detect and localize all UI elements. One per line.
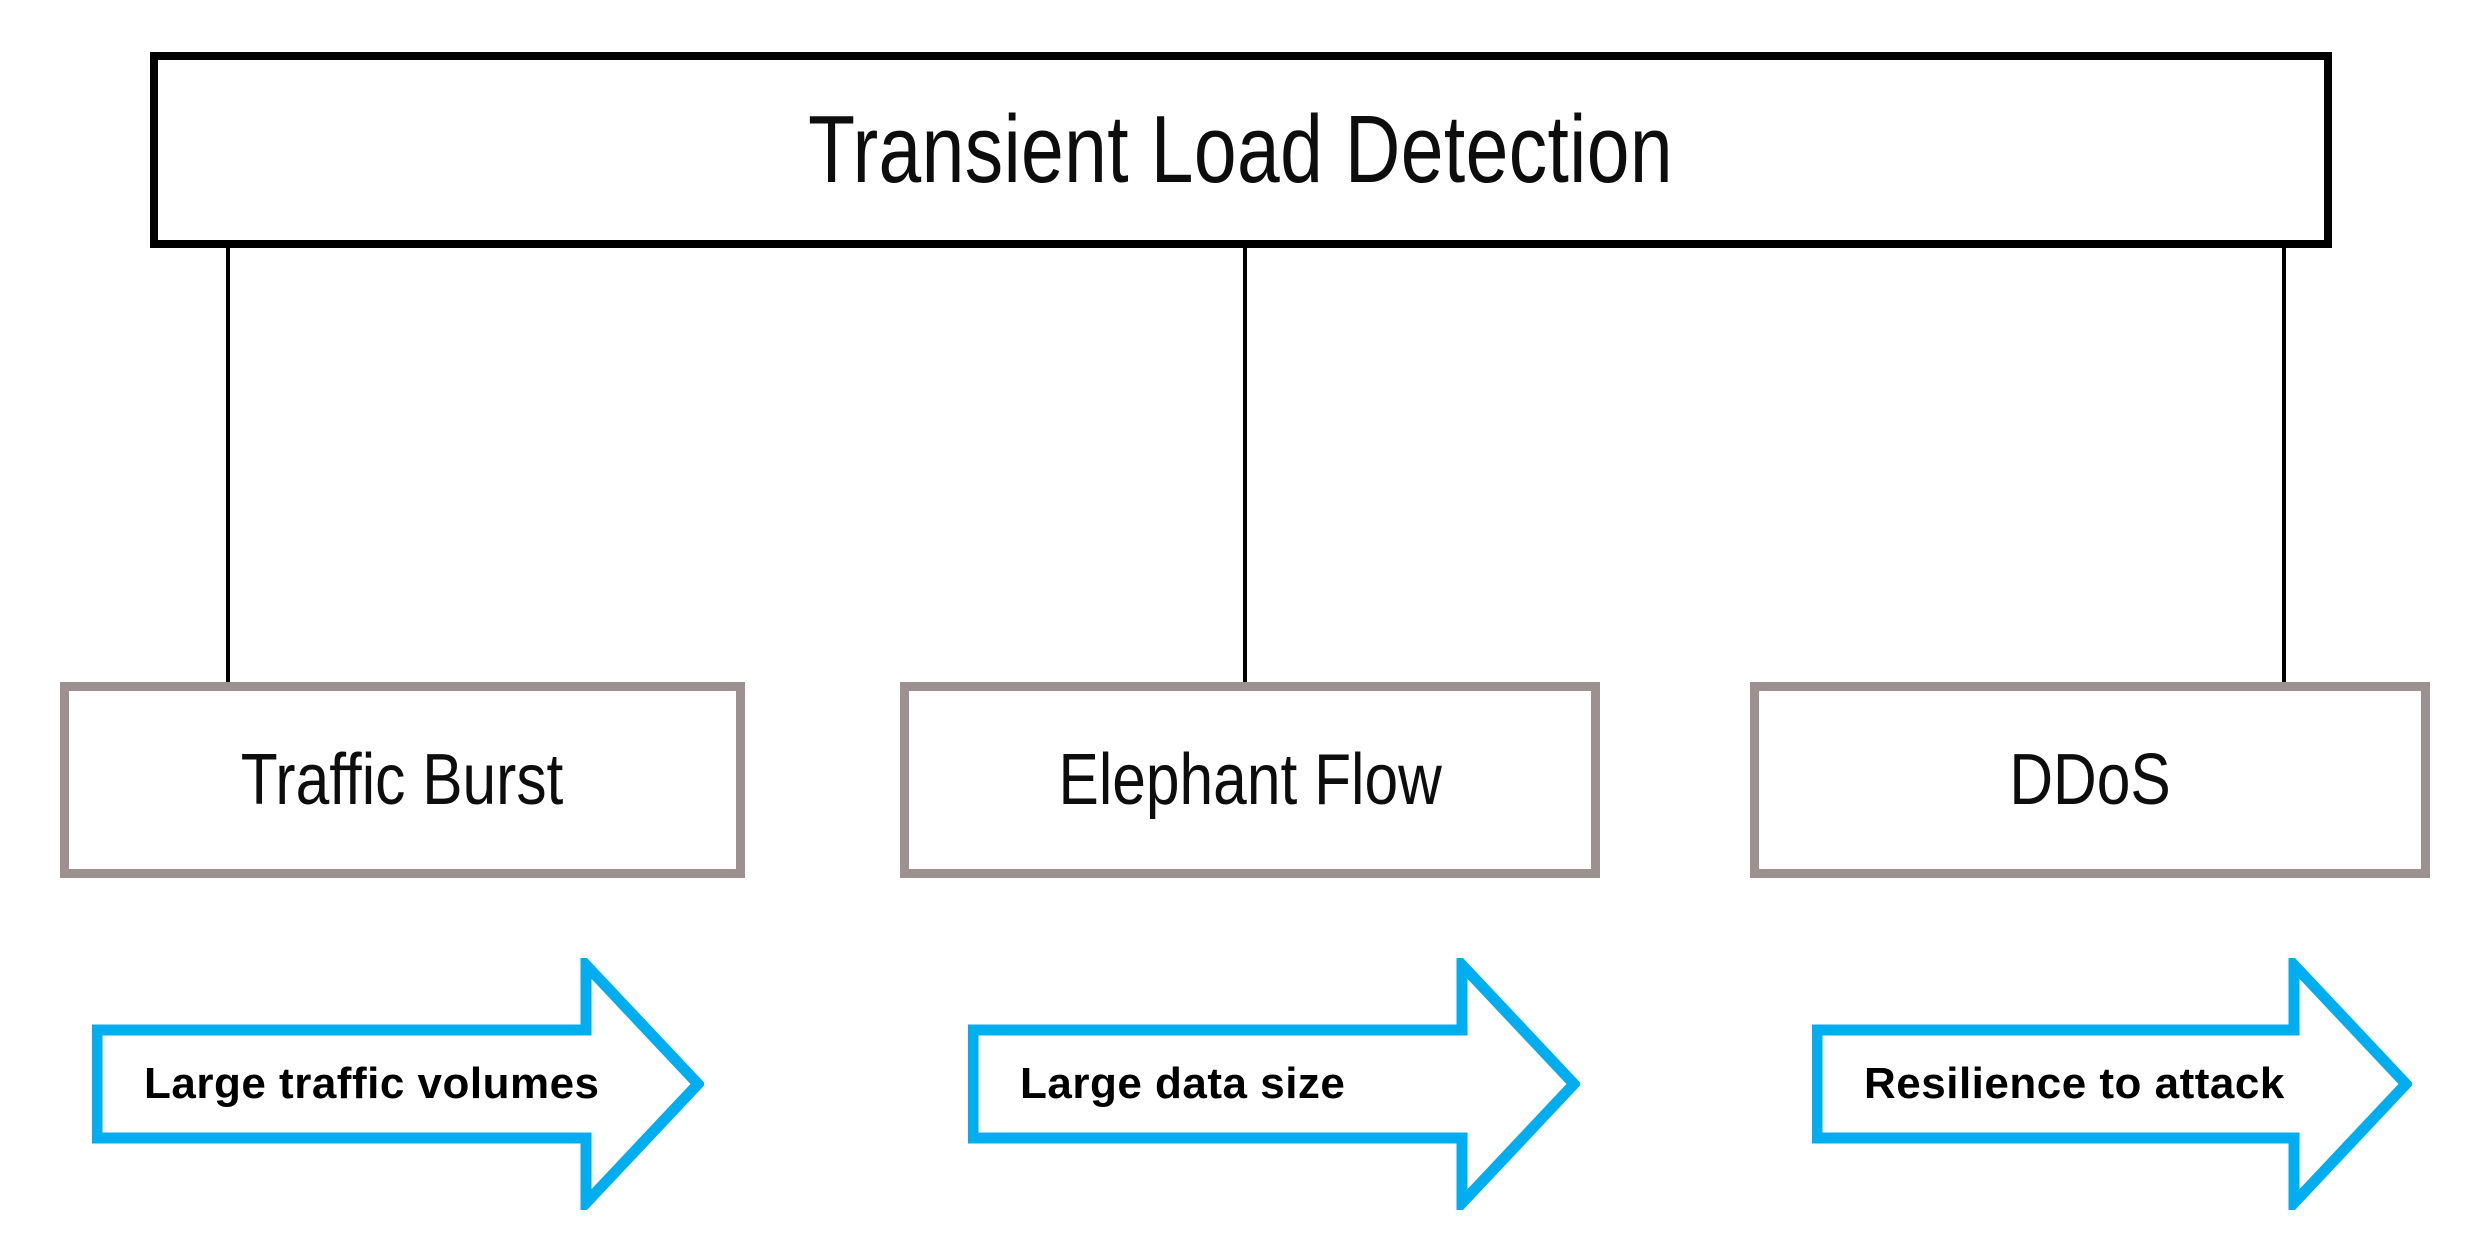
category-node-elephant-flow[interactable]: Elephant Flow [900,682,1600,878]
root-node-transient-load-detection[interactable]: Transient Load Detection [150,52,2332,248]
arrow-label: Large traffic volumes [144,1059,600,1108]
right-arrow-icon [968,958,1580,1210]
right-arrow-icon [92,958,704,1210]
arrow-large-data-size[interactable]: Large data size [968,958,1580,1210]
right-arrow-icon [1812,958,2412,1210]
root-node-label: Transient Load Detection [808,96,1674,203]
connector-line-traffic-burst [226,244,230,686]
connector-line-elephant-flow [1243,244,1247,686]
arrow-large-traffic-volumes[interactable]: Large traffic volumes [92,958,704,1210]
arrow-label: Large data size [1020,1059,1346,1108]
category-node-ddos[interactable]: DDoS [1750,682,2430,878]
category-node-traffic-burst[interactable]: Traffic Burst [60,682,745,878]
category-node-label: DDoS [2009,740,2171,820]
connector-line-ddos [2282,244,2286,686]
category-node-label: Elephant Flow [1058,740,1442,820]
arrow-resilience-to-attack[interactable]: Resilience to attack [1812,958,2412,1210]
category-node-label: Traffic Burst [241,740,564,820]
arrow-label: Resilience to attack [1864,1059,2285,1108]
